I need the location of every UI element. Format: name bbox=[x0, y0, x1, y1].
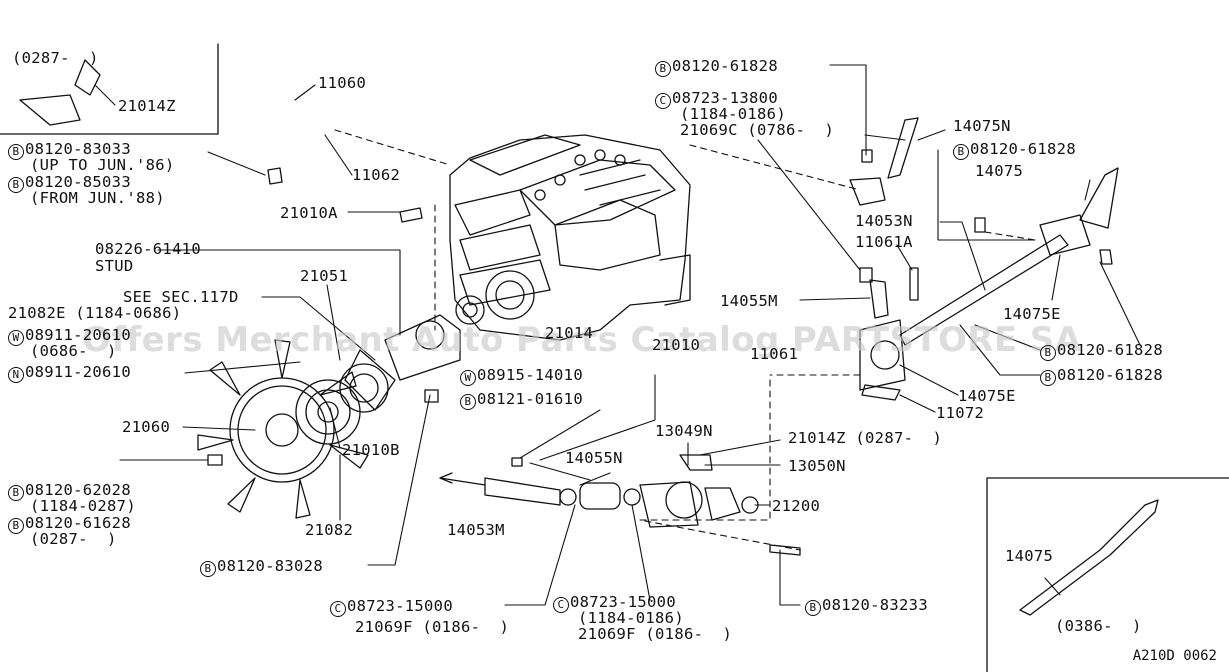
callout-21014z-b: 21014Z (0287- ) bbox=[788, 429, 943, 447]
inset-pipe-drawing bbox=[1019, 499, 1159, 616]
c-badge-icon: C bbox=[330, 601, 346, 617]
callout-11072: 11072 bbox=[936, 404, 985, 422]
callout-14075-b: 14075 bbox=[1005, 547, 1054, 565]
callout-b62028-note: (1184-0287) bbox=[30, 497, 136, 515]
callout-14075n: 14075N bbox=[953, 117, 1011, 135]
w-badge-icon: W bbox=[460, 370, 476, 386]
callout-21010a: 21010A bbox=[280, 204, 338, 222]
callout-21069f-a: 21069F (0186- ) bbox=[355, 618, 510, 636]
leader-lines bbox=[94, 64, 1141, 606]
callout-b61628-note: (0287- ) bbox=[30, 530, 117, 548]
water-pipe-upper-drawing bbox=[849, 117, 1119, 401]
b-badge-icon: B bbox=[953, 144, 969, 160]
b-badge-icon: B bbox=[460, 394, 476, 410]
b-badge-icon: B bbox=[8, 177, 24, 193]
callout-14075-a: 14075 bbox=[975, 162, 1024, 180]
callout-stud-number: 08226-61410 bbox=[95, 240, 201, 258]
inset-frame-top-left bbox=[0, 43, 219, 135]
watermark-text: Offers Merchant Auto Parts Catalog PARTS… bbox=[82, 320, 1082, 360]
c-badge-icon: C bbox=[553, 597, 569, 613]
callout-21082e: 21082E (1184-0686) bbox=[8, 304, 182, 322]
dashed-lines bbox=[334, 129, 1036, 551]
callout-c13800-note: (1184-0186) bbox=[680, 105, 786, 123]
callout-14055n: 14055N bbox=[565, 449, 623, 467]
callout-21010-mid: 21010 bbox=[652, 336, 701, 354]
callout-14053m: 14053M bbox=[447, 521, 505, 539]
b-badge-icon: B bbox=[8, 518, 24, 534]
callout-c0386: (0386- ) bbox=[1055, 617, 1142, 635]
callout-c15000-b-note: (1184-0186) bbox=[578, 609, 684, 627]
callout-11062: 11062 bbox=[352, 166, 401, 184]
n-badge-icon: N bbox=[8, 367, 24, 383]
callout-11061: 11061 bbox=[750, 345, 799, 363]
callout-21014z-a: 21014Z bbox=[118, 97, 176, 115]
callout-14053n: 14053N bbox=[855, 212, 913, 230]
callout-14075e-a: 14075E bbox=[1003, 305, 1061, 323]
callout-stud: STUD bbox=[95, 257, 134, 275]
callout-21069f-b: 21069F (0186- ) bbox=[578, 625, 733, 643]
callout-21082: 21082 bbox=[305, 521, 354, 539]
callout-11061a: 11061A bbox=[855, 233, 913, 251]
callout-21051: 21051 bbox=[300, 267, 349, 285]
b-badge-icon: B bbox=[655, 61, 671, 77]
callout-b83033-note: (UP TO JUN.'86) bbox=[30, 156, 175, 174]
callout-13050n: 13050N bbox=[788, 457, 846, 475]
b-badge-icon: B bbox=[1040, 345, 1056, 361]
b-badge-icon: B bbox=[1040, 370, 1056, 386]
fan-assembly-drawing bbox=[197, 314, 461, 519]
w-badge-icon: W bbox=[8, 330, 24, 346]
b-badge-icon: B bbox=[8, 144, 24, 160]
b-badge-icon: B bbox=[200, 561, 216, 577]
callout-14055m: 14055M bbox=[720, 292, 778, 310]
callout-21060: 21060 bbox=[122, 418, 171, 436]
callout-21014-mid: 21014 bbox=[545, 324, 594, 342]
callout-13049n: 13049N bbox=[655, 422, 713, 440]
callout-w08911-note: (0686- ) bbox=[30, 342, 117, 360]
b-badge-icon: B bbox=[805, 600, 821, 616]
inset-outlet-drawing bbox=[19, 59, 101, 126]
c-badge-icon: C bbox=[655, 93, 671, 109]
callout-c0287: (0287- ) bbox=[12, 49, 99, 67]
b-badge-icon: B bbox=[8, 485, 24, 501]
inset-frame-bottom-right bbox=[986, 477, 1229, 672]
callout-11060: 11060 bbox=[318, 74, 367, 92]
callout-see-sec-117d: SEE SEC.117D bbox=[123, 288, 239, 306]
diagram-reference: A210D 0062 bbox=[1132, 648, 1217, 664]
engine-block-drawing bbox=[449, 134, 691, 341]
callout-b85033-note: (FROM JUN.'88) bbox=[30, 189, 165, 207]
water-pipe-lower-drawing bbox=[439, 454, 801, 556]
callout-14075e-b: 14075E bbox=[958, 387, 1016, 405]
callout-21010b: 21010B bbox=[342, 441, 400, 459]
callout-21200: 21200 bbox=[772, 497, 821, 515]
callout-21069c: 21069C (0786- ) bbox=[680, 121, 835, 139]
